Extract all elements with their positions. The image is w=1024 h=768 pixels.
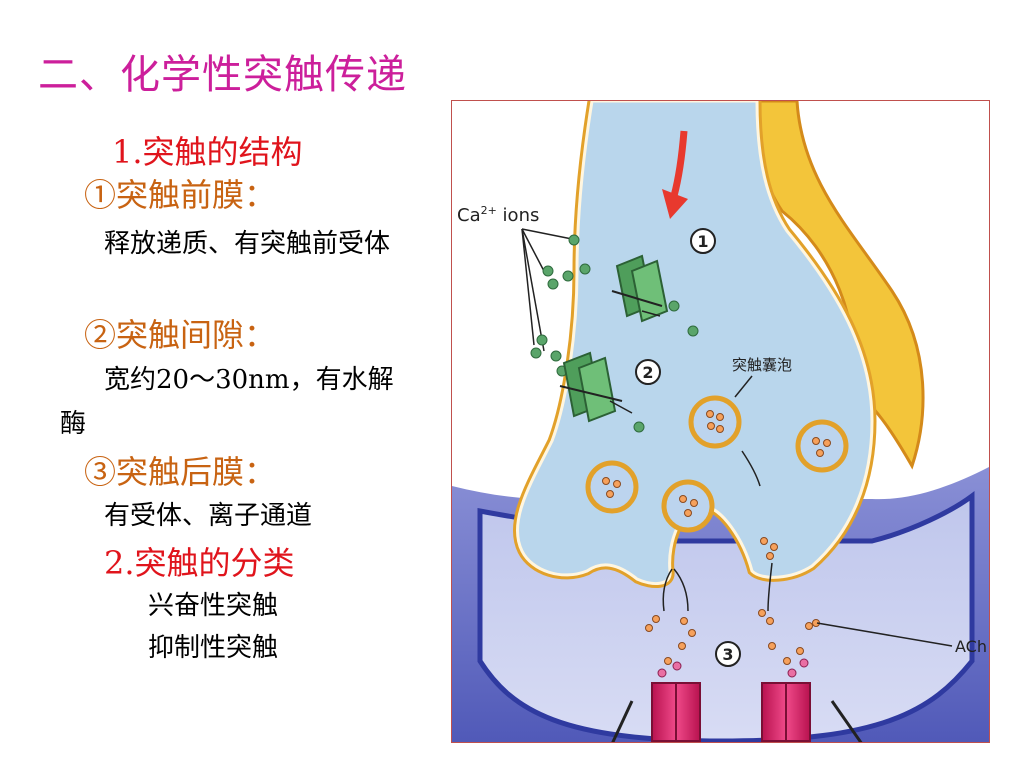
page-title: 二、化学性突触传递 [38, 52, 407, 98]
section-heading-classification: 2.突触的分类 [104, 544, 295, 582]
bound-ach [657, 658, 809, 678]
item-text-postsynaptic: 有受体、离子通道 [104, 501, 313, 531]
ach-receptor-2 [761, 682, 863, 742]
section-heading-structure: 1.突触的结构 [112, 133, 303, 171]
type-inhibitory: 抑制性突触 [148, 633, 279, 663]
step-marker-2: 2 [635, 359, 661, 385]
released-ach [645, 537, 820, 665]
ca-pointer-lines [521, 228, 573, 352]
svg-text:1: 1 [697, 232, 708, 251]
synapse-diagram: 1 2 3 Ca2+ ions [451, 100, 990, 743]
item-text-cleft: 宽约20～30nm，有水解酶 [60, 365, 394, 439]
item-text-presynaptic: 释放递质、有突触前受体 [104, 229, 391, 259]
item-label-postsynaptic: ③突触后膜： [84, 453, 277, 491]
svg-text:2: 2 [642, 363, 653, 382]
type-excitatory: 兴奋性突触 [148, 591, 279, 621]
movement-arrows [609, 310, 773, 612]
ca-ions [530, 234, 699, 433]
action-potential-arrow [670, 130, 688, 197]
ca-ions-label: Ca2+ ions [457, 204, 539, 226]
glial-sheath [750, 101, 925, 470]
item-label-cleft: ②突触间隙： [84, 316, 277, 354]
ach-label: ACh [955, 637, 987, 656]
synaptic-vesicles [585, 395, 849, 533]
vesicle-label: 突触囊泡 [732, 356, 792, 374]
ca-channel-2 [559, 351, 623, 423]
ca-channel-1 [611, 254, 669, 323]
step-marker-1: 1 [690, 228, 716, 254]
vesicle-contents [602, 410, 831, 517]
svg-text:3: 3 [722, 645, 733, 664]
ach-receptor-1 [611, 682, 701, 742]
item-label-presynaptic: ①突触前膜： [84, 176, 277, 214]
step-marker-3: 3 [715, 641, 741, 667]
